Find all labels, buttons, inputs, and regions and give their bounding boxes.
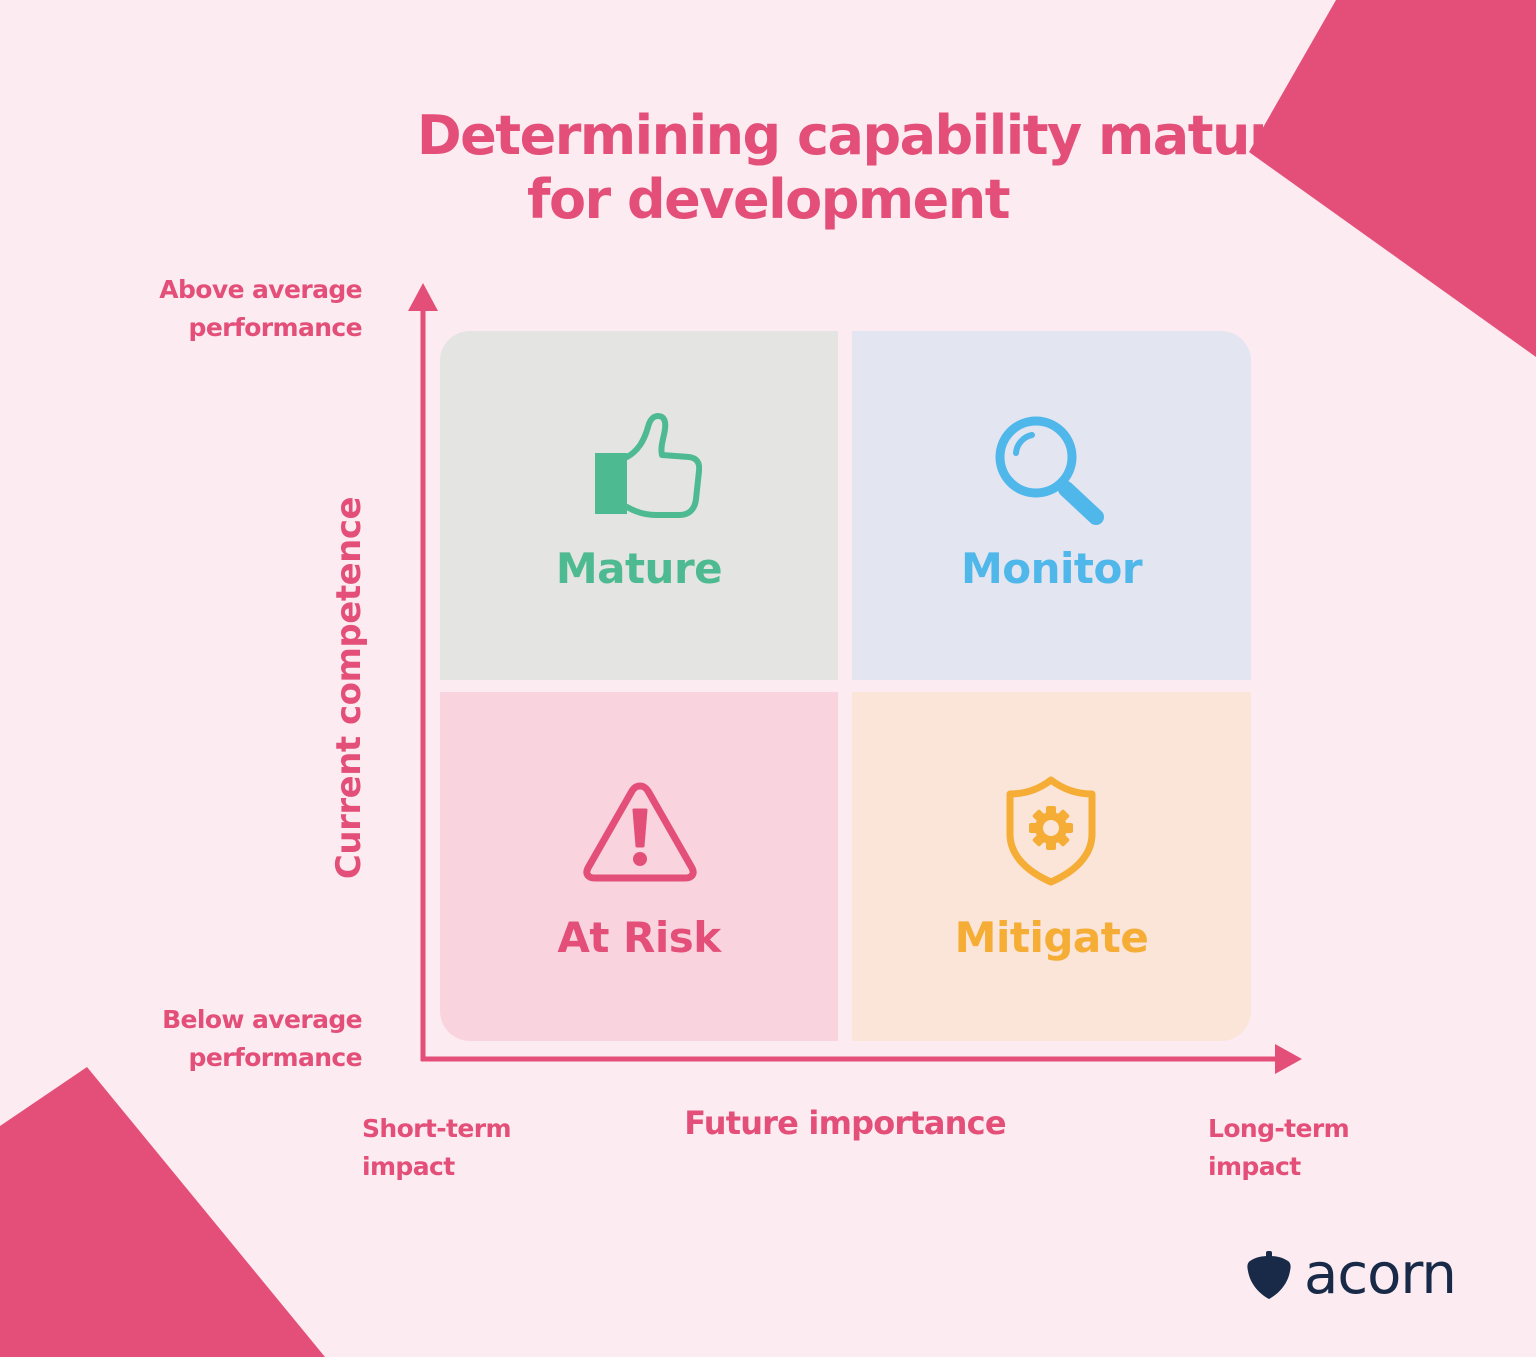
x-axis-title: Future importance xyxy=(684,1104,1006,1142)
quadrant-label: Mitigate xyxy=(954,913,1149,962)
title-line-1: Determining capability maturity xyxy=(416,104,1351,167)
label-line: impact xyxy=(362,1152,455,1181)
quadrant-monitor: Monitor xyxy=(852,331,1251,680)
y-axis-top-label: Above average performance xyxy=(140,271,362,347)
label-line: Short-term xyxy=(362,1114,512,1143)
quadrant-at-risk: At Risk xyxy=(440,692,838,1041)
label-line: impact xyxy=(1208,1152,1301,1181)
x-axis-left-label: Short-term impact xyxy=(362,1110,512,1186)
quadrant-label: Mature xyxy=(555,544,723,593)
label-line: Above average xyxy=(159,275,362,304)
quadrant-label: Monitor xyxy=(960,544,1143,593)
y-axis-title: Current competence xyxy=(329,496,369,880)
label-line: performance xyxy=(188,1043,363,1072)
quadrant-label: At Risk xyxy=(557,913,721,962)
shield-gear-icon xyxy=(1006,776,1096,886)
quadrant-mitigate: Mitigate xyxy=(852,692,1251,1041)
bottom-left-decoration xyxy=(0,1067,325,1357)
label-line: Long-term xyxy=(1208,1114,1350,1143)
x-axis-arrowhead xyxy=(1275,1044,1302,1074)
quadrant-mature: Mature xyxy=(440,331,838,680)
title-line-2: for development xyxy=(526,168,1011,231)
thumbs-up-icon xyxy=(595,413,702,518)
x-axis-right-label: Long-term impact xyxy=(1208,1110,1350,1186)
page-title: Determining capability maturity for deve… xyxy=(0,104,1536,232)
label-line: Below average xyxy=(162,1005,363,1034)
magnifying-glass-icon xyxy=(995,416,1104,525)
y-axis-arrowhead xyxy=(408,283,438,311)
warning-triangle-icon xyxy=(583,782,697,882)
y-axis-bottom-label: Below average performance xyxy=(140,1001,363,1077)
acorn-icon xyxy=(1247,1251,1291,1299)
brand-logo: acorn xyxy=(1246,1242,1457,1307)
top-right-decoration xyxy=(1249,0,1536,357)
label-line: performance xyxy=(188,313,363,342)
brand-name: acorn xyxy=(1304,1242,1457,1307)
